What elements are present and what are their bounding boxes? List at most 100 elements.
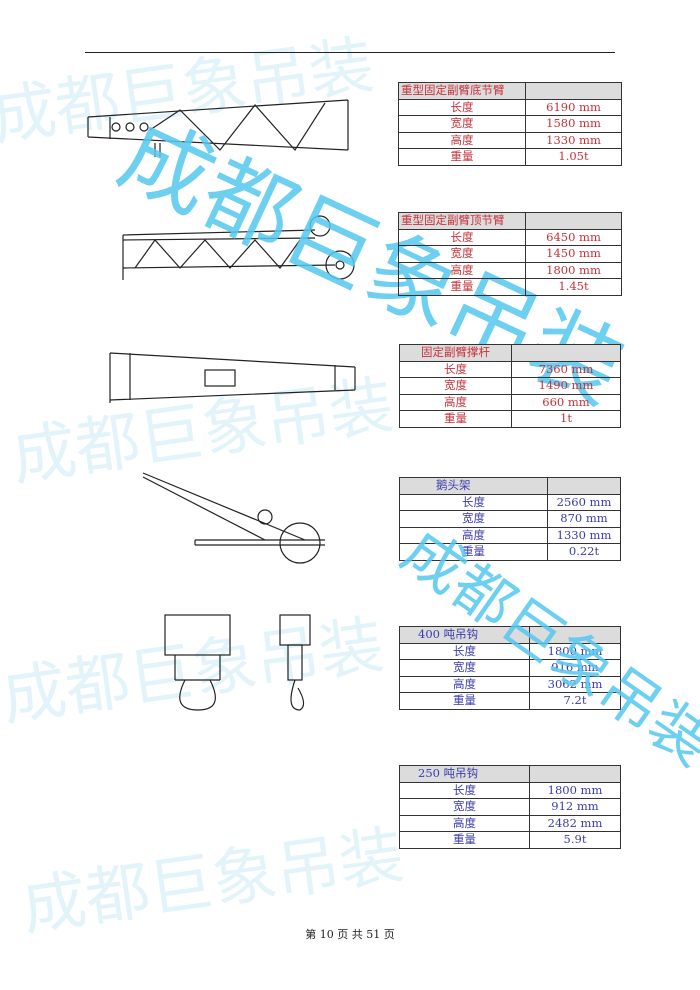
table-cell	[529, 765, 621, 783]
table-cell: 5.9t	[529, 831, 621, 849]
table-cell: 宽度	[398, 245, 526, 263]
table-cell: 6450 mm	[525, 228, 622, 246]
table-cell: 660 mm	[511, 393, 621, 411]
table-cell	[511, 344, 621, 362]
table-cell: 1800 mm	[525, 261, 622, 279]
header-rule	[85, 52, 615, 53]
table-cell: 0.22t	[547, 543, 621, 561]
table-cell: 重量	[399, 692, 530, 710]
table-cell: 长度	[398, 228, 526, 246]
table-cell: 高度	[398, 131, 526, 149]
table-cell: 2482 mm	[529, 814, 621, 832]
table-cell: 3062 mm	[529, 675, 621, 693]
table-cell: 1490 mm	[511, 377, 621, 395]
table-cell	[525, 212, 622, 230]
gooseneck-drawing	[142, 472, 325, 564]
base-jib-drawing	[87, 99, 349, 157]
table-cell: 重量	[399, 543, 548, 561]
table-cell: 高度	[399, 675, 530, 693]
table-cell: 高度	[399, 393, 512, 411]
table-cell: 宽度	[398, 115, 526, 133]
table-cell: 长度	[399, 642, 530, 660]
table-cell: 912 mm	[529, 798, 621, 816]
table-cell: 1450 mm	[525, 245, 622, 263]
table-cell: 高度	[398, 261, 526, 279]
table-cell: 高度	[399, 526, 548, 544]
table-cell: 1t	[511, 410, 621, 428]
table-cell: 重量	[399, 410, 512, 428]
table-cell: 长度	[399, 781, 530, 799]
table-cell	[547, 477, 621, 495]
table-cell: 2560 mm	[547, 493, 621, 511]
top-jib-drawing	[122, 215, 355, 280]
table-cell: 宽度	[399, 510, 548, 528]
table-cell: 400 吨吊钩	[399, 626, 530, 644]
table-cell: 固定副臂撑杆	[399, 344, 512, 362]
table-cell: 重型固定副臂顶节臂	[398, 212, 526, 230]
table-cell: 宽度	[399, 798, 530, 816]
table-row: 重型固定副臂底节臂	[398, 82, 622, 100]
table-cell: 长度	[399, 493, 548, 511]
table-cell: 重量	[398, 148, 526, 166]
table-cell: 916 mm	[529, 659, 621, 677]
table-cell: 重量	[399, 831, 530, 849]
table-cell: 宽度	[399, 659, 530, 677]
table-cell: 870 mm	[547, 510, 621, 528]
table-cell: 1.05t	[525, 148, 622, 166]
table-cell: 重型固定副臂底节臂	[398, 82, 526, 100]
table-cell: 1800 mm	[529, 642, 621, 660]
table-cell: 1.45t	[525, 278, 622, 296]
hooks-drawing	[164, 614, 311, 711]
table-cell	[529, 626, 621, 644]
table-cell	[525, 82, 622, 100]
table-cell: 重量	[398, 278, 526, 296]
page-footer: 第 10 页 共 51 页	[305, 928, 395, 941]
table-cell: 7.2t	[529, 692, 621, 710]
table-row: 重型固定副臂顶节臂	[398, 212, 622, 230]
table-cell: 高度	[399, 814, 530, 832]
table-cell: 长度	[398, 98, 526, 116]
table-row: 400 吨吊钩	[399, 626, 621, 644]
table-row: 鹅头架	[399, 477, 621, 495]
table-row: 固定副臂撑杆	[399, 344, 621, 362]
table-cell: 7360 mm	[511, 360, 621, 378]
table-cell: 宽度	[399, 377, 512, 395]
table-cell: 鹅头架	[399, 477, 548, 495]
table-cell: 250 吨吊钩	[399, 765, 530, 783]
table-row: 250 吨吊钩	[399, 765, 621, 783]
table-cell: 1800 mm	[529, 781, 621, 799]
table-cell: 长度	[399, 360, 512, 378]
table-cell: 1330 mm	[525, 131, 622, 149]
table-cell: 1330 mm	[547, 526, 621, 544]
